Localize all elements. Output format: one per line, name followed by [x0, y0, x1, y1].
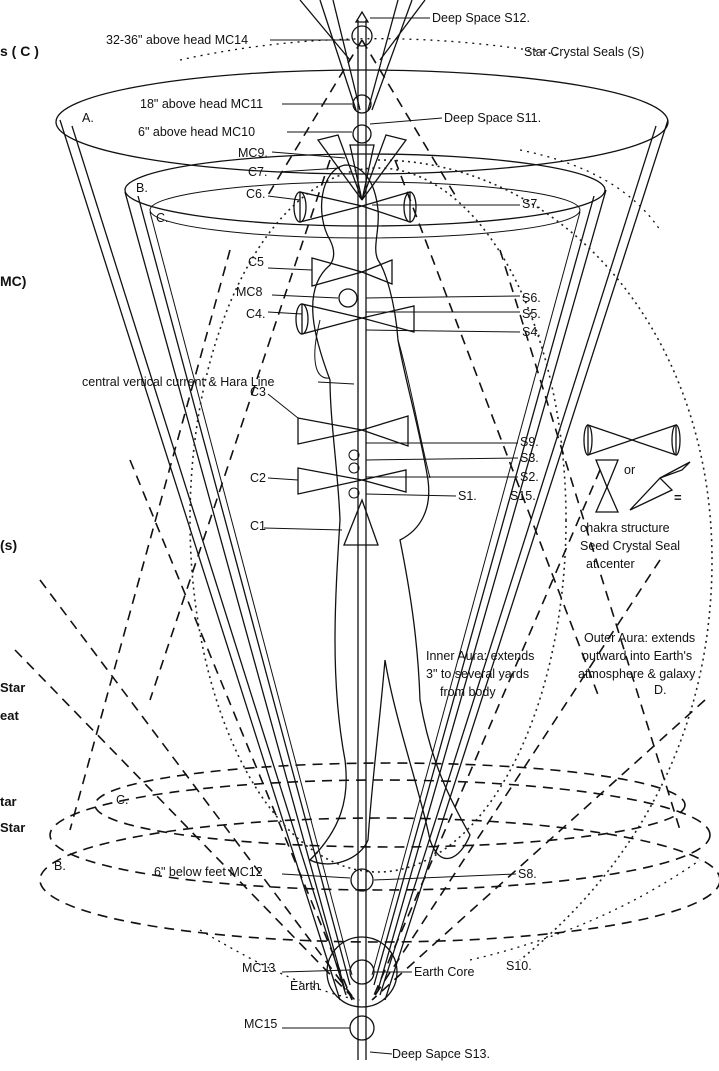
left-fragment: eat [0, 708, 19, 723]
label-s9: S9. [520, 435, 539, 449]
label-s1: S1. [458, 489, 477, 503]
label-mc11: 18" above head MC11 [140, 97, 263, 111]
label-outer-aura-1: Outer Aura: extends [584, 631, 695, 645]
label-c4: C4. [246, 307, 265, 321]
left-fragment: Star [0, 680, 25, 695]
label-inner-aura-3: from body [440, 685, 496, 699]
label-c3: C3 [250, 385, 266, 399]
label-s11: Deep Space S11. [444, 111, 541, 125]
label-s4: S4. [522, 325, 541, 339]
label-seed-crystal-seal: Seed Crystal Seal [580, 539, 680, 553]
label-mc12: 6" below feet MC12 [154, 865, 263, 879]
human-figure [310, 165, 470, 864]
label-s15: S15. [510, 489, 536, 503]
label-mc8: MC8 [236, 285, 262, 299]
label-or: or [624, 463, 635, 477]
label-equals: = [674, 490, 682, 505]
left-fragment: (s) [0, 537, 17, 553]
label-mc15: MC15 [244, 1017, 277, 1031]
label-s8: S8. [518, 867, 537, 881]
left-fragment: Star [0, 820, 25, 835]
label-central-current: central vertical current & Hara Line [82, 375, 274, 389]
label-letter-c2: C. [116, 793, 129, 807]
label-letter-a: A. [82, 111, 94, 125]
label-outer-aura-2: outward into Earth's [582, 649, 692, 663]
label-d: D. [654, 683, 667, 697]
left-fragment: s ( C ) [0, 43, 39, 59]
label-s6: S6. [522, 291, 541, 305]
left-fragment: MC) [0, 273, 26, 289]
label-s13: Deep Sapce S13. [392, 1047, 490, 1061]
label-inner-aura-2: 3" to several yards [426, 667, 529, 681]
label-letter-c: C. [156, 211, 169, 225]
label-earth-core: Earth Core [414, 965, 474, 979]
label-c6: C6. [246, 187, 265, 201]
label-s7: S7. [522, 197, 541, 211]
label-c7: C7. [248, 165, 267, 179]
label-star-crystal-seals: Star Crystal Seals (S) [524, 45, 644, 59]
label-s5: S5. [522, 307, 541, 321]
label-letter-b: B. [136, 181, 148, 195]
label-letter-b2: B. [54, 859, 66, 873]
label-at-center: at center [586, 557, 635, 571]
label-inner-aura-1: Inner Aura: extends [426, 649, 534, 663]
label-mc14: 32-36" above head MC14 [106, 33, 248, 47]
label-s10: S10. [506, 959, 532, 973]
label-mc13: MC13 [242, 961, 275, 975]
label-chakra-structure: chakra structure [580, 521, 670, 535]
label-earth: Earth [290, 979, 320, 993]
label-s2: S2. [520, 470, 539, 484]
label-outer-aura-3: atmosphere & galaxy [578, 667, 696, 681]
label-mc10: 6" above head MC10 [138, 125, 255, 139]
label-s3: S3. [520, 451, 539, 465]
left-fragment: tar [0, 794, 17, 809]
label-c2: C2 [250, 471, 266, 485]
label-mc9: MC9. [238, 146, 268, 160]
left-edge-fragments: s ( C ) MC) (s) Star eat tar Star [0, 43, 39, 835]
label-c1: C1 [250, 519, 266, 533]
label-deep-space-s12: Deep Space S12. [432, 11, 530, 25]
label-c5: C5 [248, 255, 264, 269]
